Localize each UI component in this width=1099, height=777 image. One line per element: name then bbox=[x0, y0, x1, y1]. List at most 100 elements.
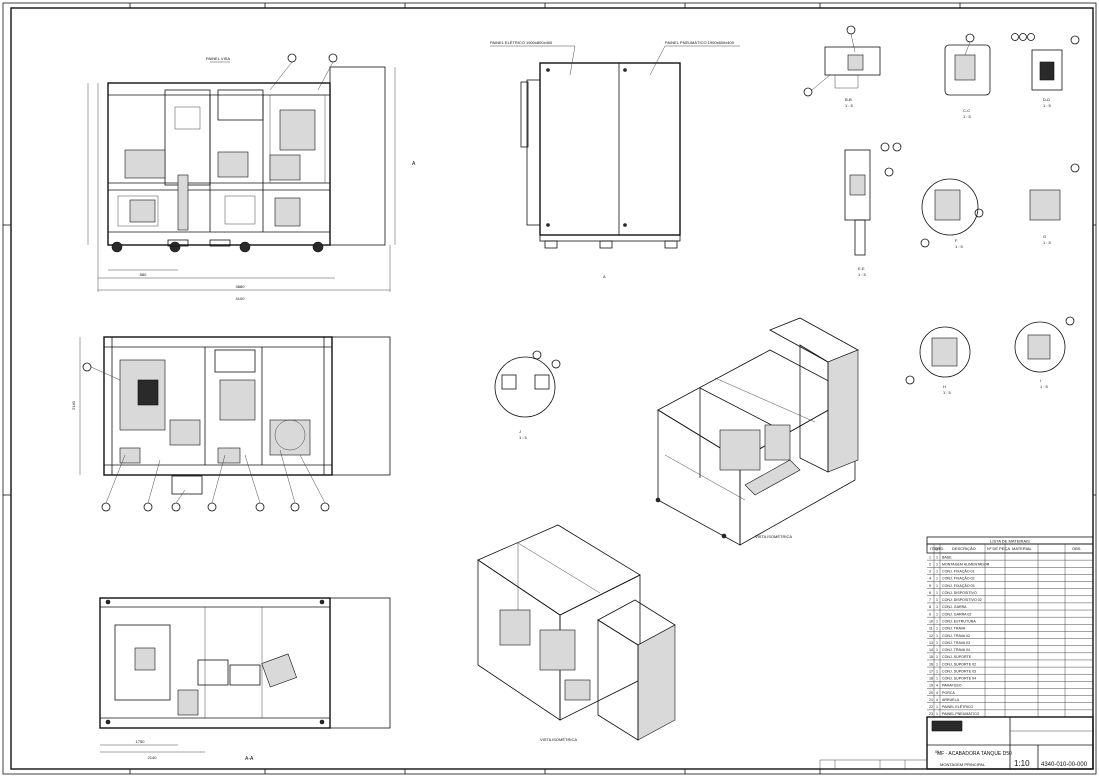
bom-header-material: MATERIAL bbox=[1012, 546, 1032, 551]
detail-f-scale: 1 : 5 bbox=[955, 244, 964, 249]
bom-cell: CONJ. ESTRUTURA bbox=[942, 620, 976, 624]
bom-cell: 5 bbox=[929, 584, 931, 588]
panel-eletrico-label: PAINEL ELÉTRICO 1900x800x400 bbox=[490, 40, 553, 45]
detail-d-d: D-D 1 : 5 bbox=[1011, 33, 1080, 108]
bom-cell: 1 bbox=[936, 655, 938, 659]
isometric-label-2: VISTA ISOMÉTRICA bbox=[540, 737, 577, 742]
bom-cell: 21 bbox=[929, 698, 933, 702]
bom-cell: 4 bbox=[936, 691, 938, 695]
detail-i-name: I bbox=[1040, 378, 1041, 383]
bom-cell: 1 bbox=[936, 648, 938, 652]
bom-cell: 1 bbox=[936, 562, 938, 566]
bom-cell: CONJ. TRAVA 04 bbox=[942, 648, 970, 652]
bom-cell: 6 bbox=[929, 591, 931, 595]
bom-cell: 1 bbox=[936, 627, 938, 631]
bom-header-desc: DESCRIÇÃO bbox=[952, 546, 976, 551]
svg-text:2140: 2140 bbox=[71, 400, 76, 410]
bom-cell: CONJ. TRAVA bbox=[942, 627, 966, 631]
detail-c-c: C-C 1 : 5 bbox=[944, 33, 991, 119]
bom-header-qty: QTD. bbox=[935, 546, 945, 551]
bom-cell: CONJ. FIXAÇÃO 01 bbox=[942, 569, 975, 574]
bom-cell: 18 bbox=[929, 677, 933, 681]
bom-cell: 23 bbox=[929, 712, 933, 716]
detail-e-scale: 1 : 5 bbox=[858, 272, 867, 277]
bom-cell: PAINEL ELÉTRICO bbox=[942, 704, 974, 709]
bom-cell: 1 bbox=[936, 598, 938, 602]
svg-text:4100: 4100 bbox=[236, 296, 246, 301]
bom-cell: 15 bbox=[929, 655, 933, 659]
front-view-letter: A bbox=[412, 161, 416, 167]
detail-g: G 1 : 5 bbox=[1029, 163, 1080, 245]
detail-b-b: B-B 1 : 5 bbox=[803, 25, 881, 108]
bom-cell: 1 bbox=[936, 662, 938, 666]
isometric-view-1: VISTA ISOMÉTRICA bbox=[655, 317, 859, 546]
bom-cell: 1 bbox=[936, 591, 938, 595]
bom-cell: PAINEL PNEUMÁTICO bbox=[942, 712, 980, 716]
svg-text:880: 880 bbox=[140, 272, 147, 277]
bom-cell: CONJ. SUPORTE 04 bbox=[942, 677, 976, 681]
bom-cell: 1 bbox=[936, 555, 938, 559]
detail-g-name: G bbox=[1043, 234, 1046, 239]
bom-cell: 13 bbox=[929, 641, 933, 645]
bom-cell: 1 bbox=[936, 634, 938, 638]
bom-cell: CONJ. FIXAÇÃO 03 bbox=[942, 583, 975, 588]
bom-cell: CONJ. DISPOSITIVO 02 bbox=[942, 598, 982, 602]
bom-cell: 1 bbox=[936, 669, 938, 673]
bom-cell: CONJ. GARRA bbox=[942, 605, 967, 609]
section-a-a: 1750 2140 A-A bbox=[99, 597, 391, 762]
detail-e-name: E-E bbox=[858, 266, 865, 271]
detail-b-scale: 1 : 5 bbox=[845, 103, 854, 108]
bom-cell: 11 bbox=[929, 627, 933, 631]
drawing-title: MF - ACABADORA TANQUE D50 bbox=[937, 751, 1012, 757]
bom-cell: 1 bbox=[936, 570, 938, 574]
sheet-number: 01 bbox=[935, 749, 940, 754]
detail-d-name: D-D bbox=[1043, 97, 1050, 102]
inner-frame bbox=[10, 7, 1094, 770]
detail-j-scale: 1 : 5 bbox=[519, 435, 528, 440]
bom-cell: 1 bbox=[936, 641, 938, 645]
bom-cell: 4 bbox=[936, 684, 938, 688]
bom-cell: MONTAGEM ALIMENTADOR bbox=[942, 562, 990, 566]
svg-text:A: A bbox=[603, 274, 606, 279]
bom-cell: 1 bbox=[936, 677, 938, 681]
bom-cell: 1 bbox=[936, 620, 938, 624]
bom-cell: PORCA bbox=[942, 691, 955, 695]
bom-cell: CONJ. TRAVA 03 bbox=[942, 641, 970, 645]
bom-cell: 1 bbox=[936, 577, 938, 581]
bom-cell: 2 bbox=[929, 562, 931, 566]
bom-cell: 17 bbox=[929, 669, 933, 673]
section-aa-label: A-A bbox=[245, 756, 254, 762]
bom-header-part: Nº DE PEÇA bbox=[987, 546, 1010, 551]
bom-cell: 1 bbox=[929, 555, 931, 559]
detail-h-scale: 1 : 5 bbox=[943, 390, 952, 395]
bom-cell: 8 bbox=[929, 605, 931, 609]
panel-pneumatico-label: PAINEL PNEUMÁTICO 1900x600x400 bbox=[665, 40, 735, 45]
detail-h: H 1 : 5 bbox=[905, 326, 971, 395]
bom-cell: PARAFUSO bbox=[942, 684, 962, 688]
bom-header-item: ITEM bbox=[930, 546, 940, 551]
bom-cell: 19 bbox=[929, 684, 933, 688]
bom-cell: 1 bbox=[936, 612, 938, 616]
detail-e-e: E-E 1 : 5 bbox=[844, 142, 902, 277]
side-view-panels: PAINEL ELÉTRICO 1900x800x400 PAINEL PNEU… bbox=[490, 40, 740, 279]
bom-cell: CONJ. SUPORTE bbox=[942, 655, 972, 659]
bom-cell: 4 bbox=[936, 698, 938, 702]
bom-cell: BASE bbox=[942, 555, 952, 559]
svg-text:3880: 3880 bbox=[236, 284, 246, 289]
bom-cell: 22 bbox=[929, 705, 933, 709]
bom-title: LISTA DE MATERIAIS bbox=[990, 539, 1030, 544]
isometric-label-1: VISTA ISOMÉTRICA bbox=[755, 534, 792, 539]
zone-ticks bbox=[3, 3, 1096, 774]
bom-cell: ARRUELA bbox=[942, 698, 960, 702]
scale-value: 1:10 bbox=[1014, 759, 1030, 768]
bom-cell: 14 bbox=[929, 648, 933, 652]
bom-cell: CONJ. SUPORTE 02 bbox=[942, 662, 976, 666]
bom-header-obs: OBS. bbox=[1072, 546, 1082, 551]
detail-i: I 1 : 5 bbox=[1014, 316, 1075, 389]
svg-text:1750: 1750 bbox=[136, 739, 146, 744]
bom-cell: 10 bbox=[929, 620, 933, 624]
bom-cell: 7 bbox=[929, 598, 931, 602]
